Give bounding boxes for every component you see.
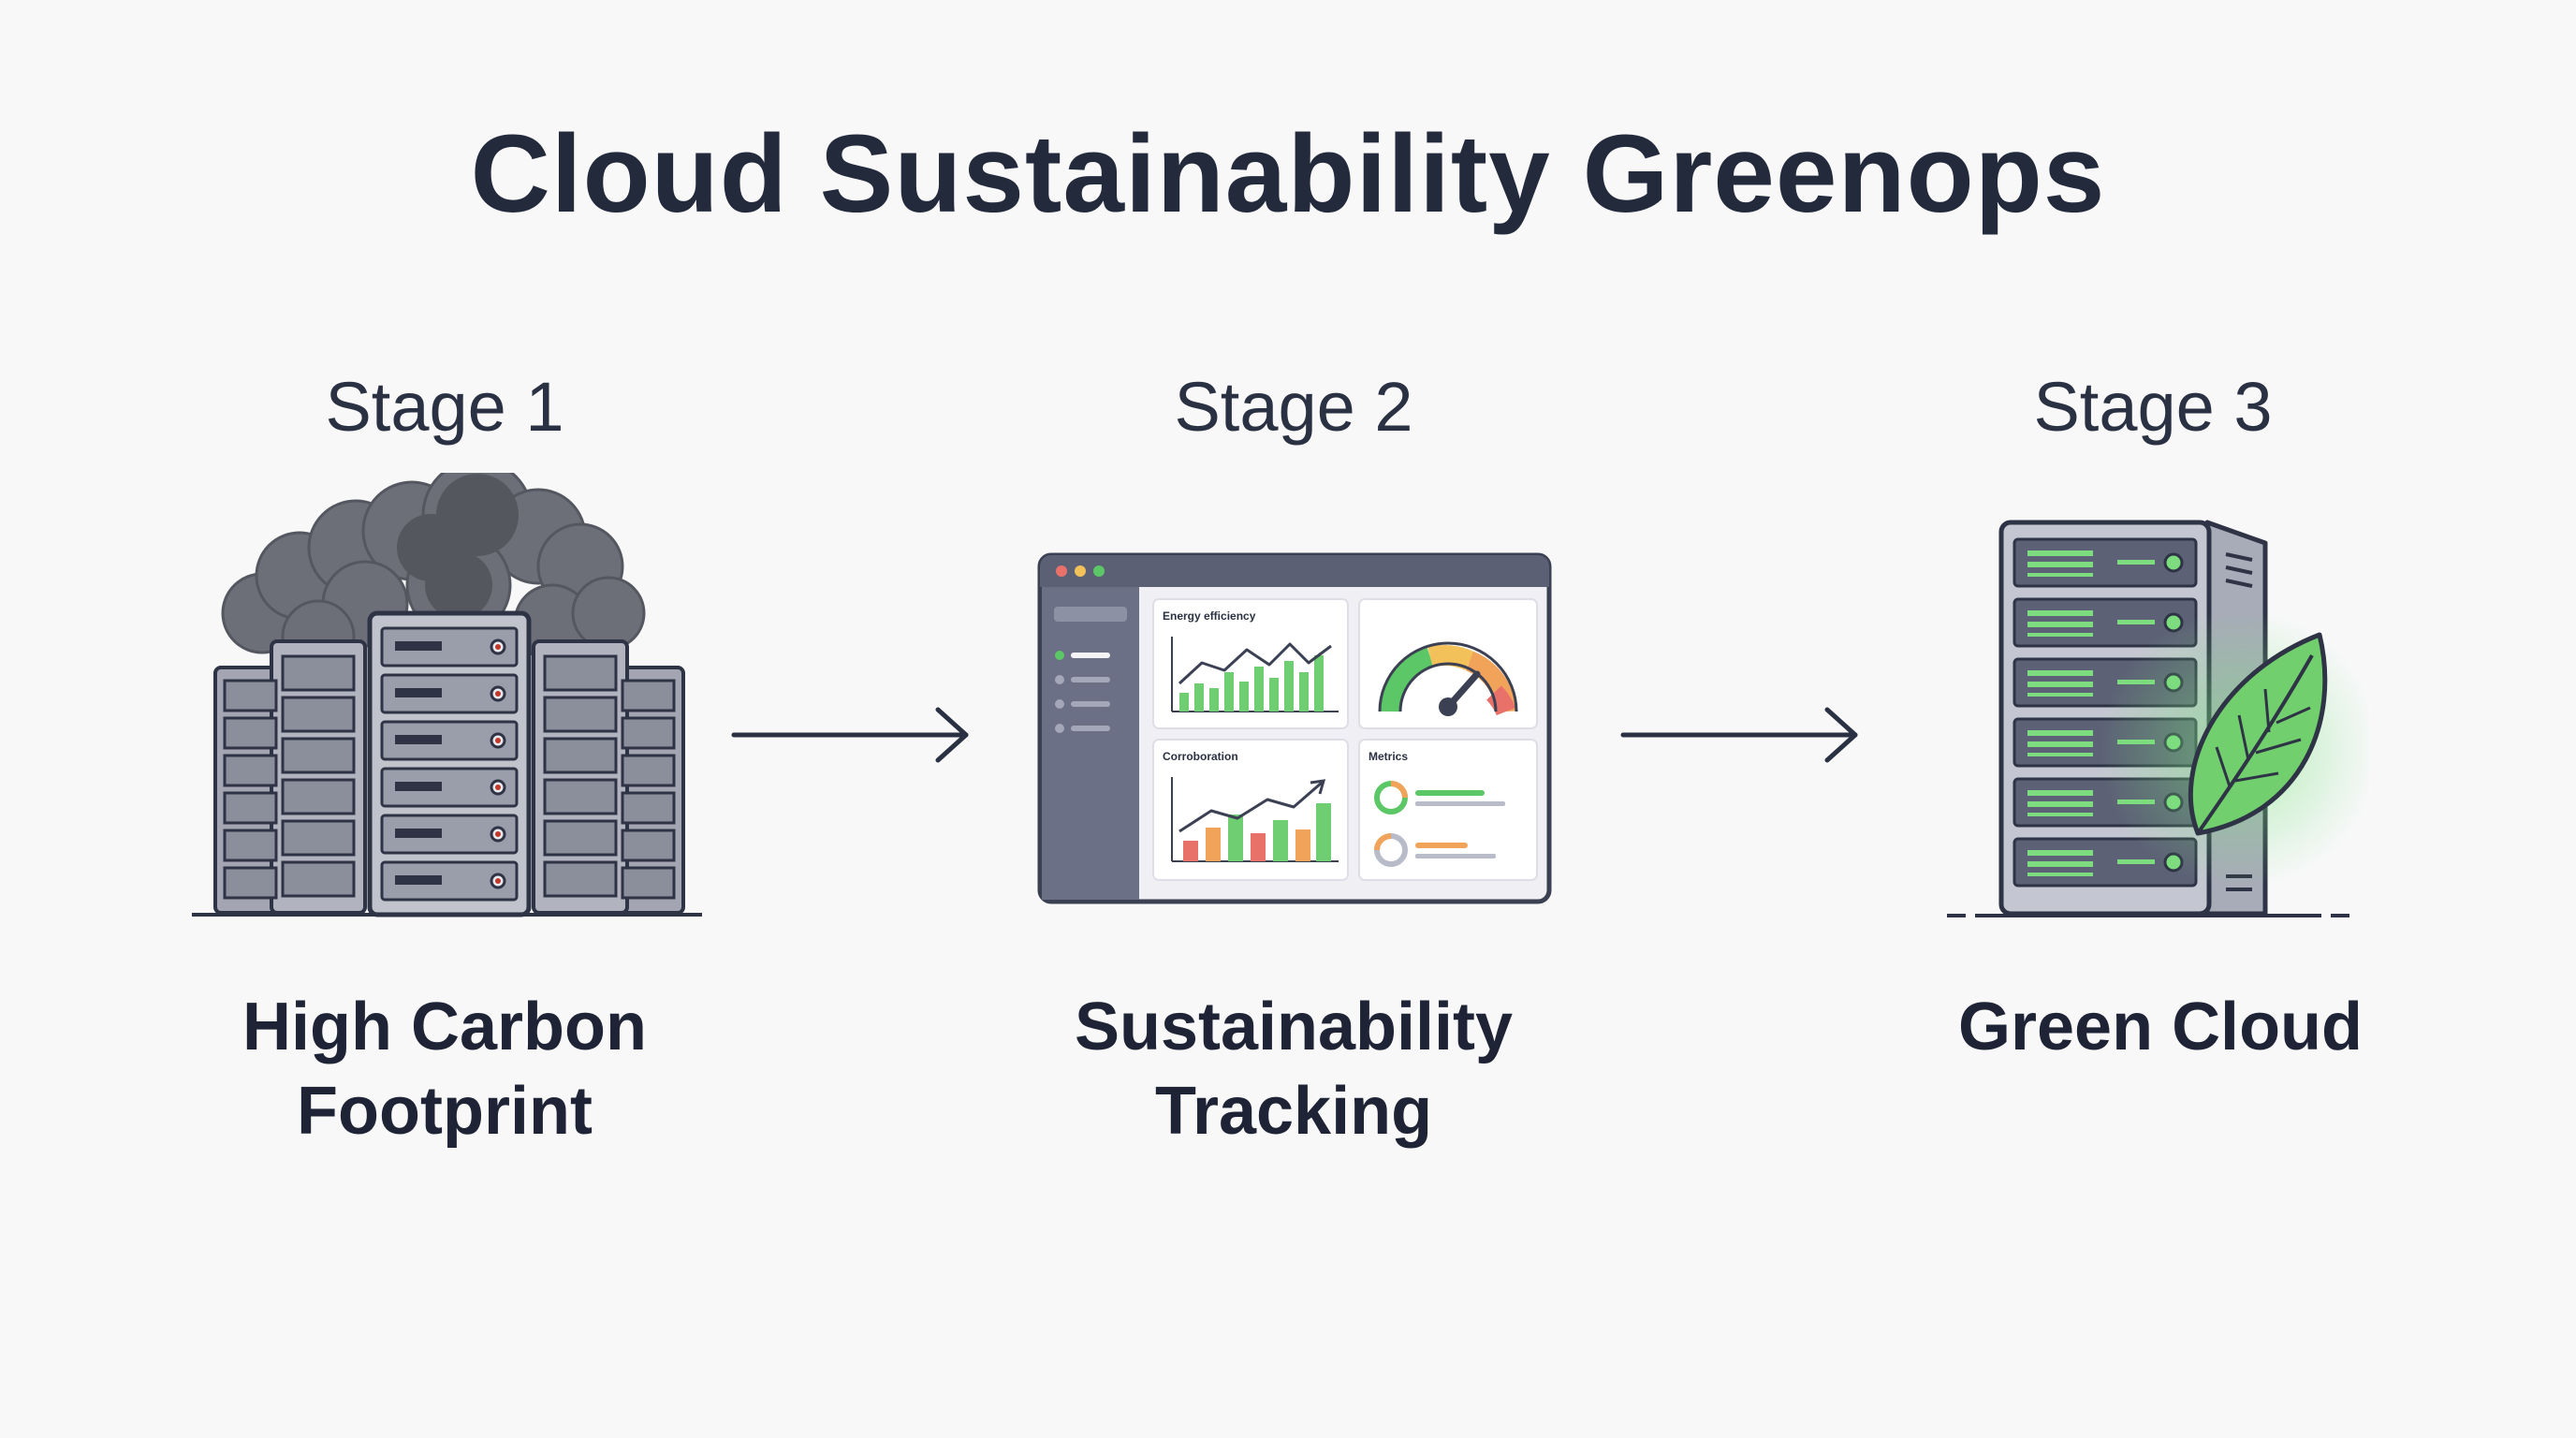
stage-3-label: Stage 3: [2033, 368, 2273, 446]
stage-1-label: Stage 1: [325, 368, 564, 446]
stage-2-caption-line: Tracking: [1154, 1074, 1433, 1149]
panel-metrics-title: Metrics: [1368, 750, 1408, 763]
stage-1-caption-line: Footprint: [297, 1074, 593, 1149]
stage-2-caption-line: Sustainability: [1074, 990, 1514, 1064]
page-title: Cloud Sustainability Greenops: [470, 112, 2106, 236]
sustainability-dashboard-icon: Energy efficiency Corroboration Metrics: [1037, 552, 1552, 904]
arrow-right-icon: [731, 707, 969, 763]
arrow-right-icon: [1620, 707, 1858, 763]
stage-2-caption: Sustainability Tracking: [966, 985, 1621, 1153]
stage-2-label: Stage 2: [1174, 368, 1413, 446]
green-server-leaf-icon: [1947, 520, 2368, 917]
stage-1-caption-line: High Carbon: [242, 990, 647, 1064]
stage-1-caption: High Carbon Footprint: [117, 985, 772, 1153]
stage-3-caption-line: Green Cloud: [1957, 990, 2364, 1064]
panel-corroboration-title: Corroboration: [1163, 750, 1238, 763]
stage-3-caption: Green Cloud: [1833, 985, 2488, 1069]
smoking-server-racks-icon: [192, 473, 702, 917]
panel-energy-title: Energy efficiency: [1163, 609, 1256, 623]
